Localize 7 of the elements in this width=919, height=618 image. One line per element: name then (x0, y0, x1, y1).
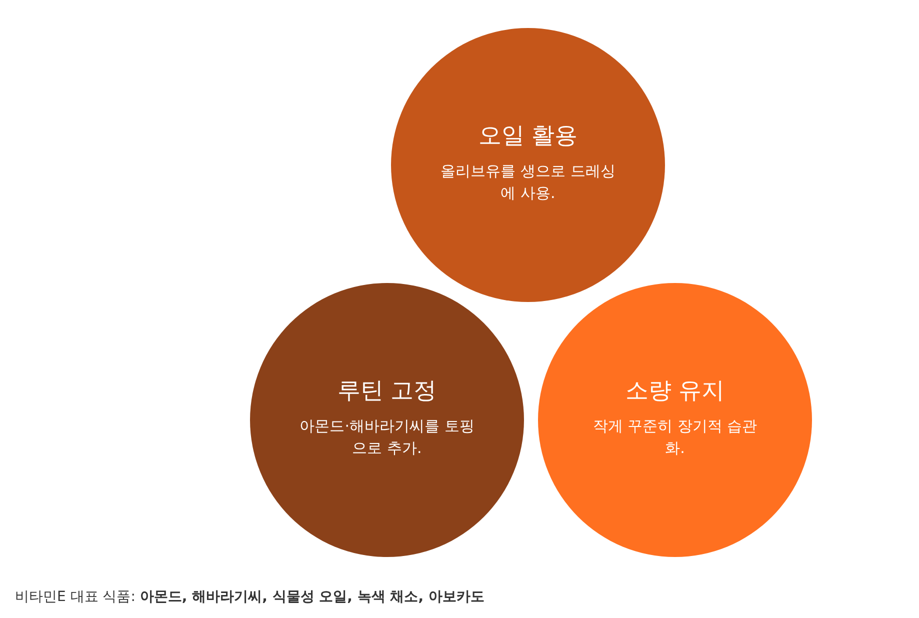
circle-description: 올리브유를 생으로 드레싱에 사용. (440, 160, 616, 204)
circle-description: 작게 꾸준히 장기적 습관화. (592, 416, 758, 458)
footnote: 비타민E 대표 식품: 아몬드, 해바라기씨, 식물성 오일, 녹색 채소, 아보카도 (15, 588, 484, 606)
circle-description: 아몬드·해바라기씨를 토핑으로 추가. (298, 416, 476, 458)
circle-heading: 오일 활용 (478, 122, 578, 151)
circle-heading: 소량 유지 (625, 376, 725, 406)
circle-heading: 루틴 고정 (337, 376, 437, 406)
